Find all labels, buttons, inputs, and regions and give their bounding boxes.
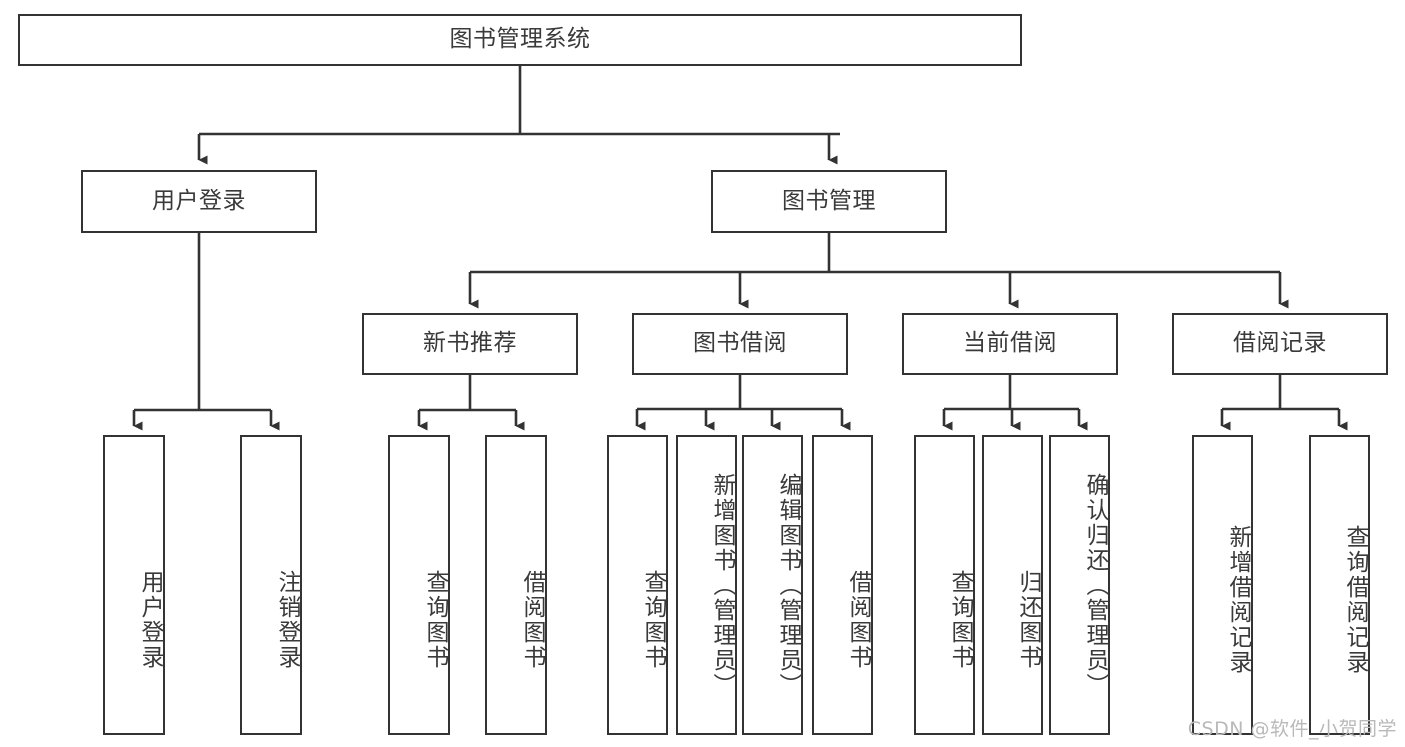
node-new-book-recommend-label: 新书推荐 xyxy=(423,330,517,357)
node-user-login[interactable]: 用户登录 xyxy=(81,170,317,233)
node-leaf-borrow-book-1-label: 借阅图书 xyxy=(519,569,545,670)
node-leaf-add-book[interactable]: 新增图书（管理员） xyxy=(676,435,737,735)
node-leaf-query-book-2[interactable]: 查询图书 xyxy=(607,435,668,735)
node-leaf-query-record[interactable]: 查询借阅记录 xyxy=(1309,435,1370,735)
node-leaf-confirm-return[interactable]: 确认归还（管理员） xyxy=(1049,435,1110,735)
node-leaf-add-record[interactable]: 新增借阅记录 xyxy=(1192,435,1253,735)
node-user-login-label: 用户登录 xyxy=(152,187,246,214)
node-current-borrow-label: 当前借阅 xyxy=(963,330,1057,357)
node-leaf-borrow-book-1[interactable]: 借阅图书 xyxy=(485,435,547,735)
node-leaf-query-record-label: 查询借阅记录 xyxy=(1342,524,1368,675)
node-book-management[interactable]: 图书管理 xyxy=(711,170,947,233)
node-leaf-add-record-label: 新增借阅记录 xyxy=(1225,524,1251,675)
node-leaf-user-login[interactable]: 用户登录 xyxy=(103,435,165,735)
node-borrow-record-label: 借阅记录 xyxy=(1233,330,1327,357)
node-root[interactable]: 图书管理系统 xyxy=(18,14,1022,66)
node-leaf-user-login-label: 用户登录 xyxy=(137,569,163,670)
node-leaf-return-book-label: 归还图书 xyxy=(1015,569,1041,670)
node-leaf-borrow-book-2[interactable]: 借阅图书 xyxy=(812,435,873,735)
node-leaf-query-book-3[interactable]: 查询图书 xyxy=(914,435,975,735)
node-book-borrow-label: 图书借阅 xyxy=(693,330,787,357)
node-leaf-add-book-label: 新增图书（管理员） xyxy=(709,472,735,698)
watermark: CSDN @软件_小贺同学 xyxy=(1187,718,1397,740)
node-book-borrow[interactable]: 图书借阅 xyxy=(632,313,848,375)
node-leaf-borrow-book-2-label: 借阅图书 xyxy=(845,569,871,670)
node-book-management-label: 图书管理 xyxy=(782,187,876,214)
node-root-label: 图书管理系统 xyxy=(449,26,591,53)
node-leaf-query-book-1[interactable]: 查询图书 xyxy=(388,435,450,735)
node-leaf-query-book-3-label: 查询图书 xyxy=(947,569,973,670)
node-leaf-edit-book-label: 编辑图书（管理员） xyxy=(775,472,801,698)
node-leaf-confirm-return-label: 确认归还（管理员） xyxy=(1082,472,1108,698)
node-current-borrow[interactable]: 当前借阅 xyxy=(902,313,1118,375)
node-new-book-recommend[interactable]: 新书推荐 xyxy=(362,313,578,375)
node-leaf-query-book-2-label: 查询图书 xyxy=(640,569,666,670)
node-borrow-record[interactable]: 借阅记录 xyxy=(1172,313,1388,375)
node-leaf-user-logout-label: 注销登录 xyxy=(274,569,300,670)
node-leaf-user-logout[interactable]: 注销登录 xyxy=(240,435,302,735)
node-leaf-return-book[interactable]: 归还图书 xyxy=(982,435,1043,735)
node-leaf-edit-book[interactable]: 编辑图书（管理员） xyxy=(742,435,803,735)
node-leaf-query-book-1-label: 查询图书 xyxy=(422,569,448,670)
